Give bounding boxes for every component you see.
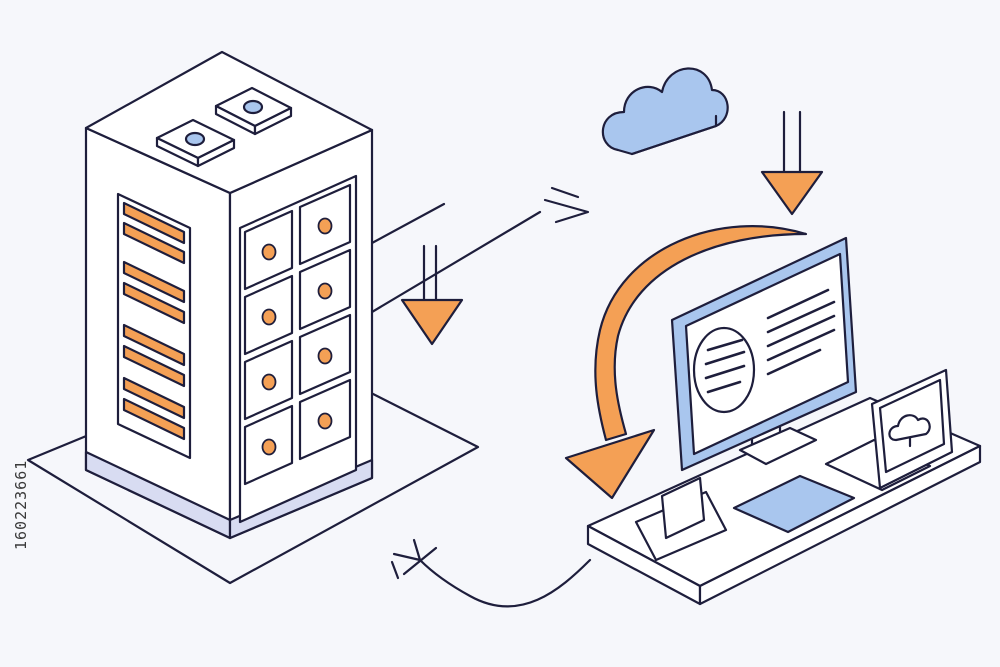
image-id-text: 160223661 (12, 459, 30, 550)
sync-arrow-icon (564, 225, 808, 500)
cloud-icon (601, 67, 729, 156)
return-arrowhead (392, 538, 438, 576)
screen-avatar-lines (704, 338, 746, 394)
return-connector-line (418, 558, 592, 608)
server-drive-leds (261, 217, 333, 456)
server-top-button-2 (214, 86, 293, 136)
monitor-stand-base (738, 426, 818, 466)
down-arrow-icon (760, 110, 824, 216)
return-arrowhead-tick (390, 560, 400, 580)
down-arrow-icon (400, 244, 464, 346)
server-drive-bay-grid (243, 183, 352, 486)
laptop-icon (824, 368, 954, 492)
server-vent-slots (122, 201, 186, 441)
monitor-icon (670, 236, 858, 472)
server-rack-icon (84, 50, 374, 540)
screen-text-lines (766, 288, 836, 376)
laptop-cloud-icon (888, 414, 931, 442)
server-top-face (84, 50, 374, 195)
connector-arrowhead-top (543, 186, 590, 224)
tablet-icon (634, 476, 728, 562)
server-top-button-1 (155, 118, 236, 168)
screen-avatar-circle (692, 326, 756, 414)
desk-mat (732, 474, 856, 534)
connector-line-mid (370, 210, 542, 314)
connector-line-top (370, 202, 446, 245)
